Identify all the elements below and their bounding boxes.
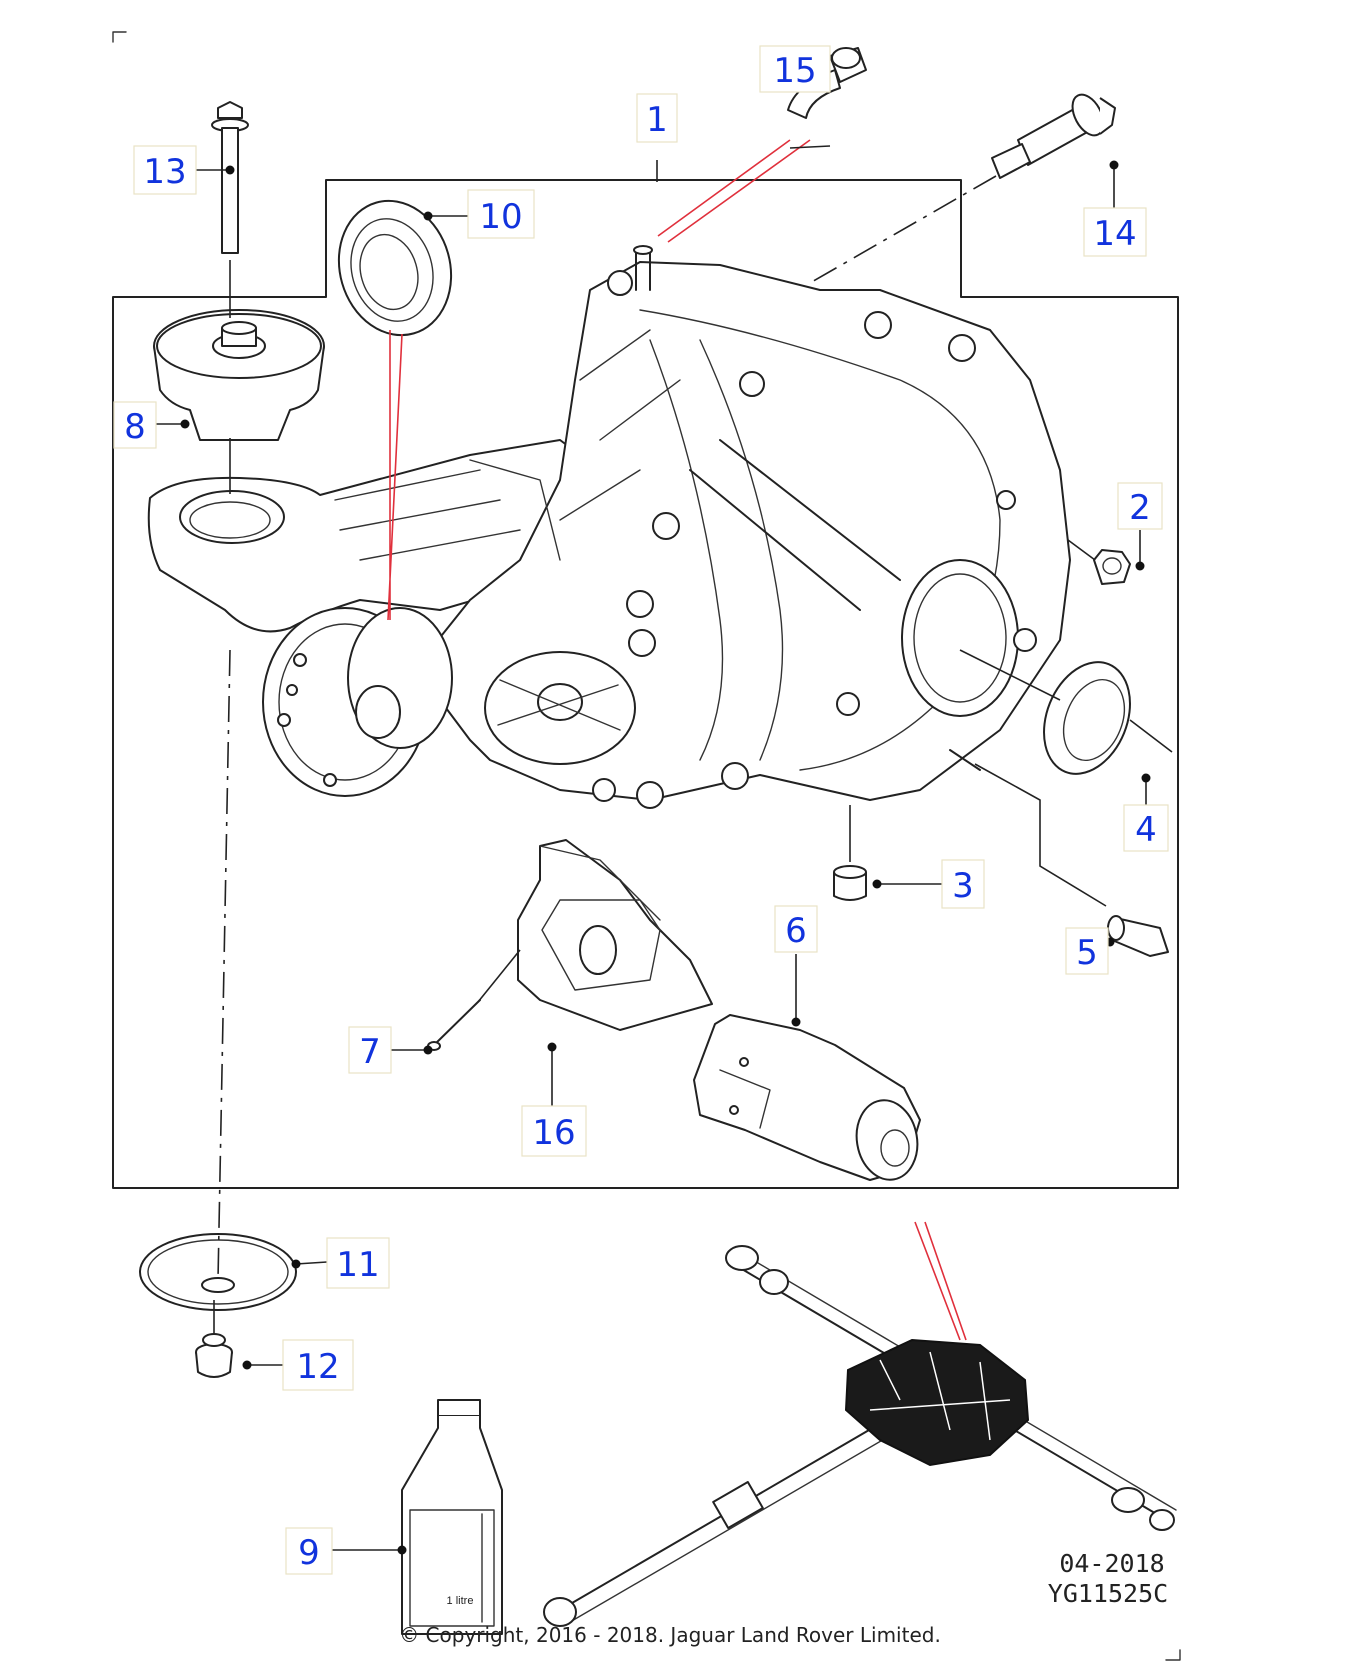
callout-8: 8 <box>113 401 157 449</box>
oil-bottle-part-9 <box>401 1399 503 1635</box>
callout-2: 2 <box>1117 482 1163 530</box>
pin-part-7 <box>427 949 521 1051</box>
callout-9: 9 <box>285 1527 333 1575</box>
sensor-part-5 <box>974 763 1169 957</box>
driveline-overview <box>543 1221 1177 1627</box>
callout-11: 11 <box>326 1237 390 1289</box>
callout-10-label: 10 <box>479 197 522 237</box>
bolt-part-13 <box>211 101 249 318</box>
bracket-part-16 <box>517 839 713 1031</box>
differential-housing <box>147 245 1071 809</box>
callout-14: 14 <box>1083 207 1147 257</box>
output-seal-part-4 <box>959 649 1173 775</box>
assembly-axis-left <box>217 649 231 1281</box>
callout-7-label: 7 <box>359 1032 381 1072</box>
copyright-notice: © Copyright, 2016 - 2018. Jaguar Land Ro… <box>399 1623 941 1647</box>
nut-part-2 <box>1067 539 1131 585</box>
callout-2-label: 2 <box>1129 488 1151 528</box>
callout-14-label: 14 <box>1093 214 1136 254</box>
date-code: 04-2018 <box>1059 1549 1164 1578</box>
callout-1: 1 <box>636 93 678 143</box>
crop-mark-top-left <box>112 31 127 43</box>
callout-3: 3 <box>941 859 985 909</box>
plug-part-3 <box>833 805 867 901</box>
callout-6: 6 <box>774 905 818 953</box>
illustration-id: YG11525C <box>1048 1579 1168 1608</box>
oil-seal-part-10 <box>337 199 453 337</box>
callout-4: 4 <box>1123 804 1169 852</box>
leader-lines <box>156 145 1147 1551</box>
callout-7: 7 <box>348 1026 392 1074</box>
callout-9-label: 9 <box>298 1533 320 1573</box>
callout-15-label: 15 <box>773 51 816 91</box>
callout-15: 15 <box>759 45 831 93</box>
callout-6-label: 6 <box>785 911 807 951</box>
nut-part-12 <box>195 1333 233 1378</box>
crop-mark-bottom-right <box>1165 1649 1181 1661</box>
callout-4-label: 4 <box>1135 810 1157 850</box>
callout-5: 5 <box>1065 927 1109 975</box>
highlight-line-10 <box>387 330 403 621</box>
callout-12-label: 12 <box>296 1347 339 1387</box>
callout-12: 12 <box>282 1339 354 1391</box>
callout-1-label: 1 <box>646 100 668 140</box>
bush-mount-part-8 <box>153 309 325 441</box>
callout-5-label: 5 <box>1076 933 1098 973</box>
bolt-part-14 <box>809 93 1116 284</box>
callout-16-label: 16 <box>532 1113 575 1153</box>
callout-16: 16 <box>521 1105 587 1157</box>
callout-8-label: 8 <box>124 407 146 447</box>
callout-13: 13 <box>133 145 197 195</box>
callout-10: 10 <box>467 189 535 239</box>
assembly-frame <box>112 179 1179 1189</box>
callout-11-label: 11 <box>336 1245 379 1285</box>
callout-13-label: 13 <box>143 152 186 192</box>
callout-3-label: 3 <box>952 866 974 906</box>
actuator-motor-part-6 <box>693 1014 921 1181</box>
bottle-capacity-label: 1 litre <box>447 1595 474 1607</box>
